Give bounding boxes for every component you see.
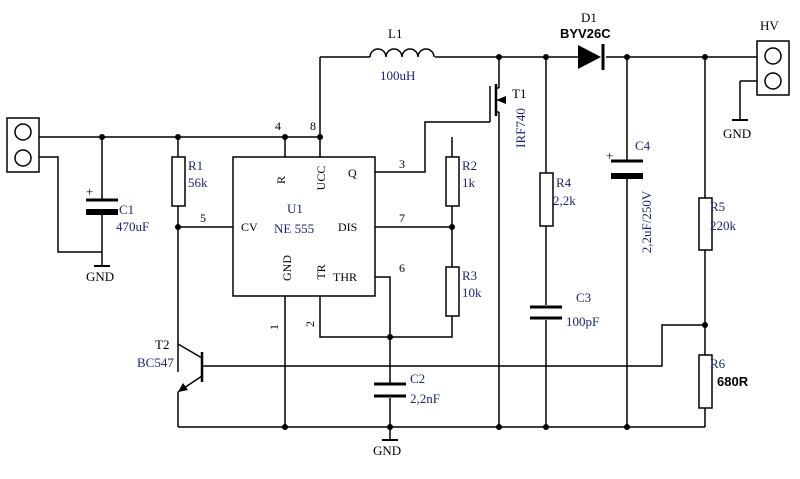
pin-number-2: 2 xyxy=(303,321,317,327)
hv-label: HV xyxy=(760,18,779,33)
gnd-symbol-hv: GND xyxy=(723,119,751,141)
pin-number-1: 1 xyxy=(267,324,281,330)
l1-value: 100uH xyxy=(380,68,415,83)
pin-number-7: 7 xyxy=(399,211,405,225)
pin-number-5: 5 xyxy=(200,211,206,225)
gnd-label-c1: GND xyxy=(86,269,114,284)
r3-value: 10k xyxy=(462,285,482,300)
c1-ref: C1 xyxy=(119,202,134,217)
c4-polarity: + xyxy=(606,148,613,163)
hv-terminal-block xyxy=(756,40,790,96)
t1-ref: T1 xyxy=(512,86,526,101)
c1-polarity: + xyxy=(86,184,93,199)
r4-resistor: R4 2,2k xyxy=(539,172,576,227)
r6-value: 680R xyxy=(717,374,749,389)
c3-ref: C3 xyxy=(576,290,591,305)
c2-value: 2,2nF xyxy=(410,391,440,406)
pin-number-3: 3 xyxy=(399,157,405,171)
r4-ref: R4 xyxy=(556,175,572,190)
gnd-symbol-c1: GND xyxy=(86,262,114,284)
d1-ref: D1 xyxy=(581,10,597,25)
r1-value: 56k xyxy=(188,175,208,190)
l1-inductor: L1 100uH xyxy=(369,26,435,83)
r5-resistor: R5 220k xyxy=(698,197,737,251)
u1-pin-tr-label: TR xyxy=(314,264,328,279)
u1-pin-q-label: Q xyxy=(348,166,357,180)
r5-ref: R5 xyxy=(710,199,725,214)
r2-ref: R2 xyxy=(462,158,477,173)
r2-value: 1k xyxy=(462,175,476,190)
c3-value: 100pF xyxy=(566,314,599,329)
r6-resistor: R6 680R xyxy=(698,354,749,409)
r5-value: 220k xyxy=(710,218,737,233)
r6-ref: R6 xyxy=(710,356,726,371)
r4-value: 2,2k xyxy=(553,193,576,208)
u1-pin-ucc-label: UCC xyxy=(314,166,328,191)
d1-diode: D1 BYV26C xyxy=(560,10,611,70)
pin-number-6: 6 xyxy=(399,261,405,275)
gnd-symbol-c2: GND xyxy=(373,439,401,458)
u1-ref: U1 xyxy=(287,201,303,216)
u1-pin-cv-label: CV xyxy=(241,220,258,234)
t1-mosfet: T1 IRF740 xyxy=(489,84,528,148)
pin-number-8: 8 xyxy=(310,119,316,133)
c4-value: 2,2uF/250V xyxy=(639,190,654,253)
junction-dots xyxy=(99,54,708,430)
c1-value: 470uF xyxy=(116,219,149,234)
c2-ref: C2 xyxy=(410,371,425,386)
c4-ref: C4 xyxy=(635,138,651,153)
r1-resistor: R1 56k xyxy=(171,156,208,207)
t2-value: BC547 xyxy=(137,355,174,370)
r2-resistor: R2 1k xyxy=(445,156,477,207)
t1-value: IRF740 xyxy=(513,108,528,148)
c4-capacitor: + C4 2,2uF/250V xyxy=(606,138,654,253)
u1-ne555: R UCC Q CV U1 NE 555 DIS GND TR THR xyxy=(232,156,376,297)
d1-value: BYV26C xyxy=(560,26,611,41)
u1-pin-thr-label: THR xyxy=(333,270,357,284)
t2-ref: T2 xyxy=(155,337,169,352)
u1-pin-r-label: R xyxy=(274,176,288,184)
r1-ref: R1 xyxy=(188,158,203,173)
pin-numbers: 4 8 3 5 7 6 1 2 xyxy=(200,119,405,330)
pin-number-4: 4 xyxy=(275,119,281,133)
c3-capacitor: C3 100pF xyxy=(530,290,599,329)
r3-resistor: R3 10k xyxy=(445,266,482,317)
input-terminal-block xyxy=(6,117,40,173)
t2-bjt: T2 BC547 xyxy=(137,337,204,393)
c2-capacitor: C2 2,2nF xyxy=(374,371,440,406)
gnd-label-c2: GND xyxy=(373,443,401,458)
l1-ref: L1 xyxy=(388,26,402,41)
r3-ref: R3 xyxy=(462,268,477,283)
gnd-label-hv: GND xyxy=(723,126,751,141)
c1-capacitor: + C1 470uF xyxy=(86,184,149,234)
u1-pin-gnd-label: GND xyxy=(280,255,294,281)
u1-pin-dis-label: DIS xyxy=(338,220,357,234)
u1-part: NE 555 xyxy=(274,221,314,236)
